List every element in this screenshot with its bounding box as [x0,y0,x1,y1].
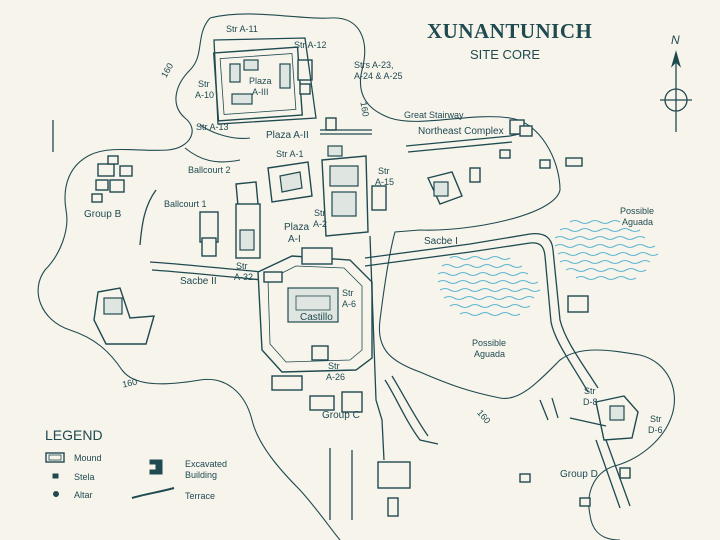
legend-stela: Stela [74,472,95,482]
label-str-a32-line2: A-32 [234,272,253,282]
sacbe-i [364,232,599,393]
label-northeast-complex: Northeast Complex [418,126,504,137]
contour-label-160-sw: 160 [121,377,138,390]
terrace-icon [131,487,175,499]
contour-label-160-nw: 160 [159,61,175,79]
legend-heading: LEGEND [45,427,103,443]
label-str-a1: Str A-1 [276,149,304,159]
label-str-a2-line1: Str [314,208,326,218]
label-strs-a23-line2: A-24 & A-25 [354,71,403,81]
map-title: XUNANTUNICH [427,19,592,43]
acropolis-a3 [212,46,313,122]
label-possible-aguada-line1: Possible [472,338,506,348]
stela-icon [52,473,59,479]
legend-mound: Mound [74,453,102,463]
label-plaza-a3-line2: A-III [252,87,269,97]
label-plaza-a1-line2: A-I [288,234,301,245]
map-labels: Str A-11 Str A-12 Strs A-23, A-24 & A-25… [84,24,663,480]
label-sacbe1: Sacbe I [424,236,458,247]
label-str-a32-line1: Str [236,261,248,271]
legend-excavated-line2: Building [185,470,217,480]
label-str-a6-line1: Str [342,288,354,298]
group-d [519,395,639,509]
label-str-d8-line2: D-8 [583,397,598,407]
northeast-complex [405,119,583,205]
label-str-a6-line2: A-6 [342,299,356,309]
altar-icon [53,491,59,497]
contour-lines [37,13,675,540]
castillo-complex [257,247,373,391]
label-str-a26-line2: A-26 [326,372,345,382]
plaza-a2-structures [199,117,387,259]
label-plaza-a3-line1: Plaza [249,76,272,86]
label-str-a26-line1: Str [328,361,340,371]
label-str-a15-line2: A-15 [375,177,394,187]
label-strs-a23-line1: Strs A-23, [354,60,394,70]
group-b [91,155,157,246]
label-str-a2-line2: A-2 [313,219,327,229]
label-group-b: Group B [84,209,122,220]
label-castillo: Castillo [300,312,333,323]
label-great-stairway: Great Stairway [404,110,464,120]
aguada-center-water [437,255,541,317]
label-str-a13: Str A-13 [196,122,229,132]
aguada-structure [567,295,589,313]
label-str-a10-line2: A-10 [195,90,214,100]
label-str-a15-line1: Str [378,166,390,176]
mound-icon [45,452,65,463]
label-group-c: Group C [322,410,360,421]
label-str-a12: Str A-12 [294,40,327,50]
label-possible-aguada-ne-line1: Possible [620,206,654,216]
label-str-a10-line1: Str [198,79,210,89]
map-subtitle: SITE CORE [470,47,540,62]
label-group-d: Group D [560,469,598,480]
sacbe-ii [149,261,263,281]
label-plaza-a1-line1: Plaza [284,222,309,233]
legend-excavated-line1: Excavated [185,459,227,469]
acropolis-wall [213,37,317,125]
label-str-a11: Str A-11 [226,24,258,34]
label-sacbe2: Sacbe II [180,276,217,287]
label-str-d6-line2: D-6 [648,425,663,435]
north-label: N [671,33,680,47]
contour-label-160-n: 160 [358,101,370,118]
legend-terrace: Terrace [185,491,215,501]
map-title-block: XUNANTUNICH SITE CORE [427,19,592,62]
west-complex [93,287,155,345]
label-str-d8-line1: Str [584,386,596,396]
north-arrow: N [660,33,692,132]
contour-label-160-se: 160 [475,408,492,426]
excavated-building-icon [149,459,163,475]
label-str-d6-line1: Str [650,414,662,424]
label-ballcourt1: Ballcourt 1 [164,199,207,209]
legend-altar: Altar [74,490,93,500]
label-possible-aguada-ne-line2: Aguada [622,217,653,227]
label-possible-aguada-line2: Aguada [474,349,505,359]
label-plaza-a2: Plaza A-II [266,130,309,141]
label-ballcourt2: Ballcourt 2 [188,165,231,175]
group-c-walls [309,235,439,520]
aguada-ne-water [554,219,659,281]
legend: LEGEND Mound Stela Altar Excavated Build… [45,427,227,501]
north-arrow-head-icon [670,50,682,68]
